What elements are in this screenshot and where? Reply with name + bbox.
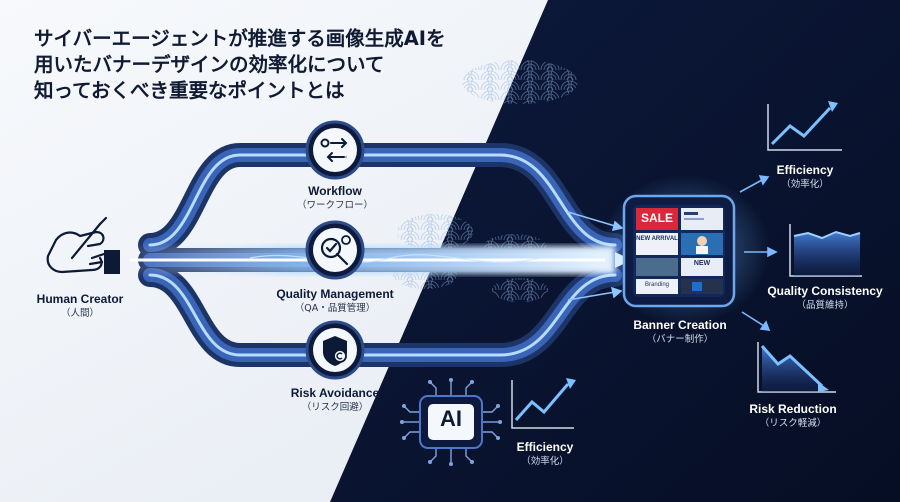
quality-sub: （QA・品質管理） [294,303,376,314]
workflow-label: Workflow （ワークフロー） [275,184,395,212]
human-creator-label: Human Creator （人間） [20,292,140,320]
ai-efficiency-chart-icon [511,378,576,429]
output-efficiency-title: Efficiency [776,163,834,177]
quality-magnifier-icon [305,220,365,280]
banner-tile-new: NEW [693,260,711,267]
efficiency-chart-icon [767,101,842,151]
output-consistency-title: Quality Consistency [767,284,883,298]
risk-reduction-chart-icon [757,342,836,393]
quality-label: Quality Management （QA・品質管理） [255,287,415,315]
shield-icon [305,320,365,380]
title-line-1: サイバーエージェントが推進する画像生成AIを [34,27,446,50]
ai-efficiency-label: Efficiency （効率化） [500,440,590,468]
workflow-title: Workflow [308,184,362,198]
output-risk-reduction-title: Risk Reduction [749,402,837,416]
workflow-icon [305,120,365,180]
output-efficiency-label: Efficiency （効率化） [760,163,850,191]
output-consistency-label: Quality Consistency （品質維持） [760,284,890,312]
title-line-3: 知っておくべき重要なポイントとは [34,79,345,102]
banner-creation-sub: （バナー制作） [646,334,714,345]
quality-title: Quality Management [276,287,394,301]
banner-creation-label: Banner Creation （バナー制作） [620,318,740,346]
ai-efficiency-title: Efficiency [516,440,574,454]
ai-efficiency-sub: （効率化） [521,456,569,467]
ai-chip-icon [400,378,502,466]
workflow-sub: （ワークフロー） [296,200,373,211]
banner-tile-arrival: NEW ARRIVAL [636,236,678,242]
risk-avoidance-label: Risk Avoidance （リスク回避） [275,386,395,414]
title-line-2: 用いたバナーデザインの効率化について [34,53,385,76]
banner-creation-title: Banner Creation [633,318,727,332]
output-efficiency-sub: （効率化） [781,179,829,190]
risk-avoidance-title: Risk Avoidance [290,386,380,400]
human-creator-sub: （人間） [60,308,99,319]
banner-tile-sale: SALE [640,211,673,225]
ai-badge: AI [440,406,462,431]
banner-tile-branding: Branding [644,282,670,288]
page-title: サイバーエージェントが推進する画像生成AIを 用いたバナーデザインの効率化につい… [34,26,454,104]
output-consistency-sub: （品質維持） [796,300,854,311]
consistency-chart-icon [789,224,862,277]
output-risk-reduction-label: Risk Reduction （リスク軽減） [738,402,848,430]
human-creator-title: Human Creator [36,292,124,306]
output-risk-reduction-sub: （リスク軽減） [759,418,827,429]
banner-panel [600,175,770,325]
risk-avoidance-sub: （リスク回避） [301,402,369,413]
hand-pen-icon [46,216,120,274]
